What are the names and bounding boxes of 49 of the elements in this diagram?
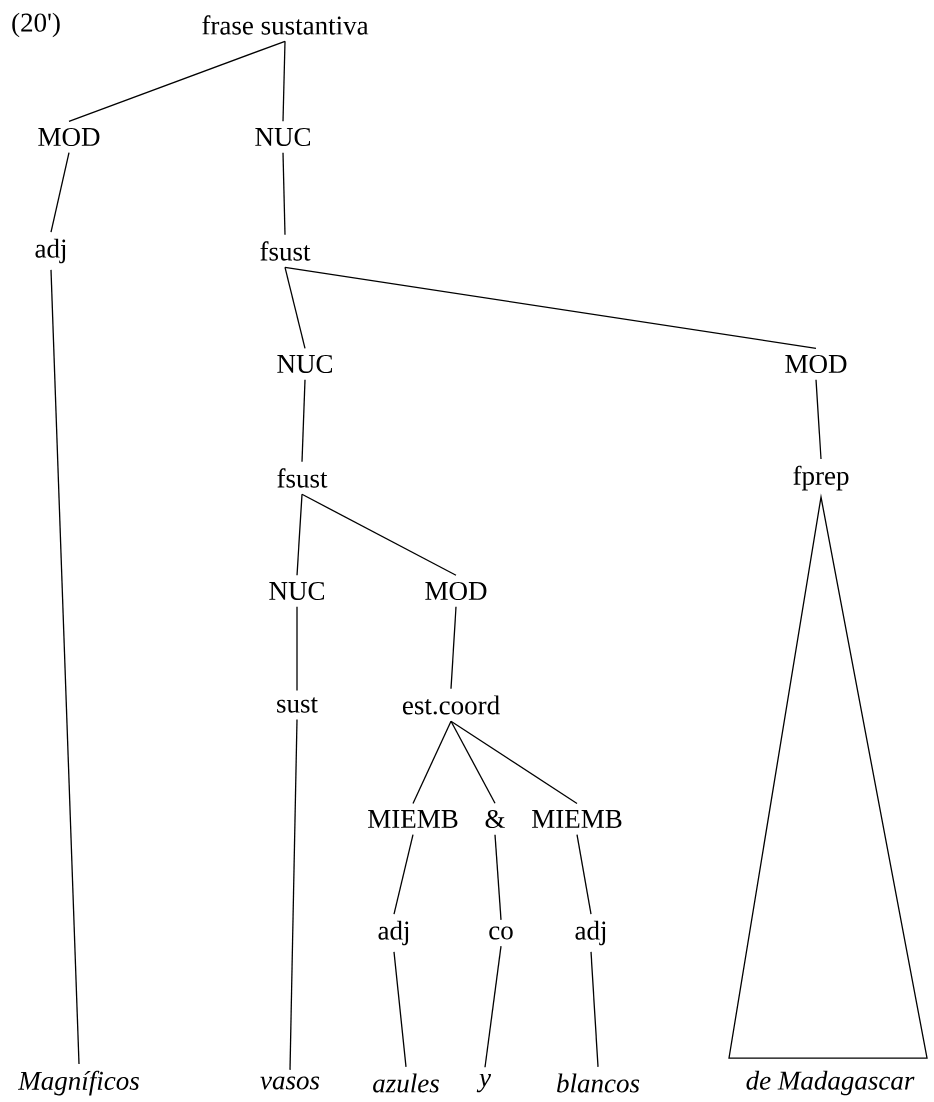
tree-line	[282, 152, 286, 236]
tree-node-label: adj	[378, 920, 409, 946]
tree-line	[284, 266, 817, 349]
tree-node-label: frase sustantiva	[202, 15, 369, 35]
tree-line	[815, 379, 822, 460]
word-label: de Madagascar	[746, 1070, 915, 1096]
tree-line	[576, 833, 592, 915]
tree-node-label: co	[489, 926, 513, 940]
tree-line	[50, 152, 70, 233]
tree-line	[68, 40, 286, 122]
tree-node-label: fsust	[277, 468, 328, 488]
tree-node-label: sust	[277, 697, 318, 713]
tree-line	[289, 718, 298, 1071]
tree-line	[412, 720, 452, 805]
tree-line	[296, 606, 298, 692]
word-label: y	[476, 1073, 491, 1093]
tree-line	[301, 379, 306, 463]
tree-node-label: fprep	[793, 465, 849, 491]
tree-line	[301, 493, 457, 576]
word-label: blancos	[557, 1073, 640, 1093]
tree-node-label: NUC	[269, 581, 324, 601]
tree-node-label: est.coord	[402, 695, 500, 715]
tree-node-label: NUC	[277, 354, 332, 374]
tree-node-label: MIEMB	[532, 810, 622, 828]
tree-line	[450, 720, 578, 805]
tree-line	[50, 269, 80, 1065]
tree-node-label: NUC	[255, 127, 310, 147]
word-label: azules	[373, 1073, 439, 1093]
tree-line	[284, 266, 306, 349]
tree-node-label: MOD	[425, 581, 487, 601]
word-label: Magníficos	[17, 1070, 139, 1096]
tree-node-label: MOD	[38, 127, 100, 147]
tree-line	[450, 606, 457, 690]
tree-line	[484, 945, 502, 1068]
word-label: vasos	[260, 1076, 320, 1090]
tree-line	[450, 720, 496, 804]
tree-line	[393, 833, 414, 915]
example-number: (20')	[12, 12, 60, 38]
tree-node-label: &	[485, 809, 505, 829]
tree-line	[393, 951, 407, 1068]
tree-line	[590, 951, 599, 1068]
tree-node-label: fsust	[260, 241, 311, 261]
tree-line	[296, 493, 303, 576]
tree-node-label: MIEMB	[368, 810, 458, 828]
tree-line	[282, 40, 286, 122]
tree-line	[494, 834, 502, 921]
tree-node-label: adj	[575, 920, 606, 946]
tree-node-label: adj	[35, 238, 66, 264]
tree-node-label: MOD	[785, 354, 847, 374]
